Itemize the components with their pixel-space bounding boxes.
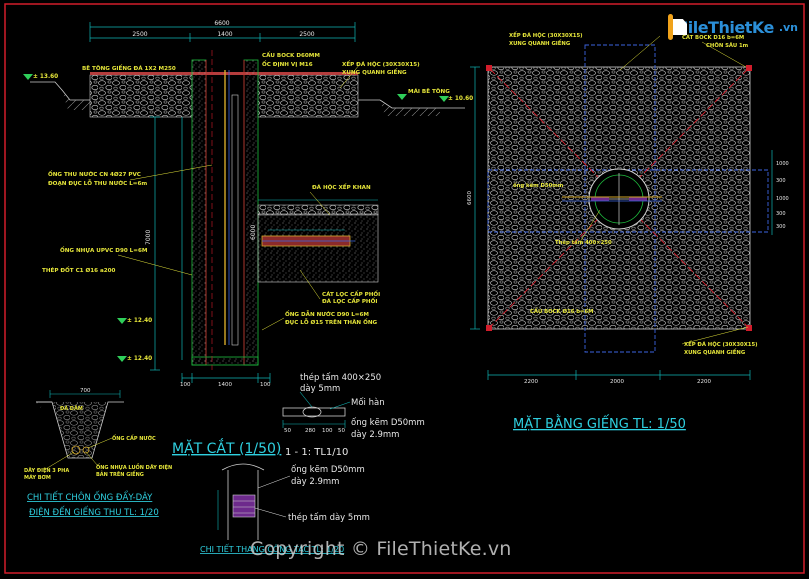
plate-note-2: dày 5mm <box>300 384 340 394</box>
trench-title-2: ĐIỆN ĐẾN GIẾNG THU TL: 1/20 <box>29 506 159 518</box>
ladder-note-1: ống kẽm D50mm <box>291 464 365 475</box>
plan-dim-b3: 2200 <box>697 379 711 385</box>
gallery-gravel <box>257 213 379 283</box>
label-anchor: ỐC ĐỊNH VỊ M16 <box>262 60 313 68</box>
plan-dim-b1: 2200 <box>524 379 538 385</box>
copyright-watermark: Copyright © FileThietKe.vn <box>250 538 512 560</box>
trench-note-gravel: ĐÁ DĂM <box>60 405 83 412</box>
dim-right-width: 2500 <box>299 31 314 38</box>
ladder-detail: ống kẽm D50mm dày 2.9mm thép tấm dày 5mm <box>217 463 370 540</box>
label-stone-filter: ĐÁ LỌC CẤP PHỐI <box>322 297 377 305</box>
plan-side-dim-4: 300 <box>776 211 786 217</box>
plan-side-dim-3: 300 <box>776 178 786 184</box>
plate-dim-3: 100 <box>322 428 333 434</box>
plan-label-pipe: ống kẽm D50mm <box>513 182 564 189</box>
plan-title: MẶT BẰNG GIẾNG TL: 1/50 <box>513 415 686 432</box>
drawing-frame <box>4 3 805 574</box>
trench-title-1: CHI TIẾT CHÔN ỐNG ĐẨY-DÂY <box>27 490 153 503</box>
soil-left <box>62 90 90 110</box>
plan-dim-left: 6600 <box>467 191 473 205</box>
label-dry-stone: ĐÁ HỘC XẾP KHAN <box>312 183 371 191</box>
plan-label-bock: CẤU BOCK Ø16 b=6M <box>530 307 593 315</box>
dim-height-inner: 6000 <box>250 225 257 240</box>
label-upvc: ỐNG NHỰA UPVC D90 L=6M <box>60 246 148 254</box>
plate-note-4: ống kẽm D50mm <box>351 417 425 428</box>
plan-label-stone-br: XẾP ĐÁ HỘC (30X30X15) <box>684 340 758 348</box>
section-title: MẶT CẮT (1/50) <box>172 438 281 457</box>
label-roof: MÁI BÊ TÔNG <box>408 87 450 95</box>
plate-detail-title: 1 - 1: TL1/10 <box>285 447 348 458</box>
plate-note-5: dày 2.9mm <box>351 430 399 440</box>
trench-note-well: BẢN TRÊN GIẾNG <box>96 470 144 478</box>
plan-label-stone-tl: XẾP ĐÁ HỘC (30X30X15) <box>509 31 583 39</box>
plate-dim-1: 50 <box>284 428 291 434</box>
plan-label-around-br: XUNG QUANH GIẾNG <box>684 348 745 356</box>
plate-pipe <box>302 406 322 418</box>
plan-label-plate: Thép tấm 400×250 <box>555 239 612 246</box>
plan-side-dim-2: 1000 <box>776 196 789 202</box>
well-base <box>191 356 259 366</box>
plate-dim-4: 50 <box>338 428 345 434</box>
dim-bottom-center: 1400 <box>218 382 232 388</box>
trench-note-cable: DÂY ĐIỆN 3 PHA <box>24 466 69 474</box>
label-delivery-pipe: ỐNG DẪN NƯỚC D90 L=6M <box>285 310 369 318</box>
soil-right <box>380 100 440 116</box>
document-file-icon <box>668 14 674 40</box>
plan-view: 6600 2200 2000 2200 1000 1000 300 300 30… <box>467 31 789 385</box>
concrete-slab <box>90 72 358 75</box>
plan-label-around-tl: XUNG QUANH GIẾNG <box>509 39 570 47</box>
elev-bottom-2: ± 12.40 <box>127 356 152 362</box>
label-rebar: THÉP ĐỐT C1 Ø16 a200 <box>42 266 116 274</box>
stone-fill-left <box>89 74 193 118</box>
elev-top-left: ± 13.60 <box>33 74 58 80</box>
logo-name: FileThietKe <box>677 17 774 37</box>
ground-line-left <box>30 81 90 101</box>
dim-total-width: 6600 <box>214 20 229 27</box>
plan-dim-b2: 2000 <box>610 379 624 385</box>
label-holes: ĐỤC LỖ Ø15 TRÊN THÂN ỐNG <box>285 318 378 326</box>
site-logo: FileThietKe .vn <box>668 10 798 44</box>
gallery-stone-top <box>257 204 379 216</box>
dim-bottom-left: 100 <box>180 382 191 388</box>
dim-bottom-right: 100 <box>260 382 271 388</box>
plate-body <box>282 407 346 417</box>
ladder-note-3: thép tấm dày 5mm <box>288 512 370 523</box>
ladder-detail-title: CHI TIẾT THANG CÔNG TÁC TL: 1/20 <box>200 543 344 554</box>
section-dimension-top <box>89 22 356 42</box>
trench-dim: 700 <box>80 388 91 394</box>
plan-side-dim-1: 1000 <box>776 161 789 167</box>
elev-right: ± 10.60 <box>448 96 473 102</box>
ladder-rail <box>231 94 239 346</box>
plate-dim-2: 280 <box>305 428 316 434</box>
logo-domain: .vn <box>778 20 798 34</box>
plan-label-anchor: CÁT BOCK D16 b=6M <box>682 34 744 41</box>
label-concrete: BÊ TÔNG GIẾNG ĐÁ 1X2 M250 <box>82 64 176 72</box>
plate-note-3: Mối hàn <box>351 397 385 408</box>
well-wall-right <box>243 59 259 366</box>
plate-detail: thép tấm 400×250 dày 5mm Mối hàn ống kẽm… <box>282 372 425 440</box>
label-slotted: ĐOẠN ĐỤC LỖ THU NƯỚC L=6m <box>48 179 147 187</box>
pipe-trench-detail: 700 ĐÁ DĂM DÂY ĐIỆN 3 PHA MÁY BƠM ỐNG CẤ… <box>24 388 172 481</box>
plan-label-depth: CHÔN SÂU 1m <box>706 42 749 49</box>
plan-side-dim-5: 300 <box>776 224 786 230</box>
well-wall-left <box>191 59 207 366</box>
label-around-well: XUNG QUANH GIẾNG <box>342 68 407 76</box>
trench-note-pump: MÁY BƠM <box>24 474 51 481</box>
elev-bottom-1: ± 12.40 <box>127 318 152 324</box>
trench-note-conduit: ỐNG NHỰA LUỒN DÂY ĐIỆN <box>96 462 172 471</box>
stone-fill-right <box>257 74 359 118</box>
label-stone: XẾP ĐÁ HỘC (30X30X15) <box>342 60 420 68</box>
plate-note-1: thép tấm 400×250 <box>300 372 381 383</box>
label-intake-pipe: ỐNG THU NƯỚC CN 4Ø27 PVC <box>48 170 141 178</box>
trench-note-water-pipe: ỐNG CẤP NƯỚC <box>112 434 156 442</box>
dim-left-width: 2500 <box>132 31 147 38</box>
ladder-note-2: dày 2.9mm <box>291 477 339 487</box>
plan-center-strip-v <box>584 44 656 353</box>
dim-height-total: 7000 <box>145 230 152 245</box>
label-sand-filter: CÁT LỌC CẤP PHỐI <box>322 290 380 298</box>
dim-center-width: 1400 <box>217 31 232 38</box>
section-view: 6600 2500 1400 2500 7000 6000 <box>23 20 473 388</box>
label-block: CẤU BOCK D60MM <box>262 51 320 59</box>
